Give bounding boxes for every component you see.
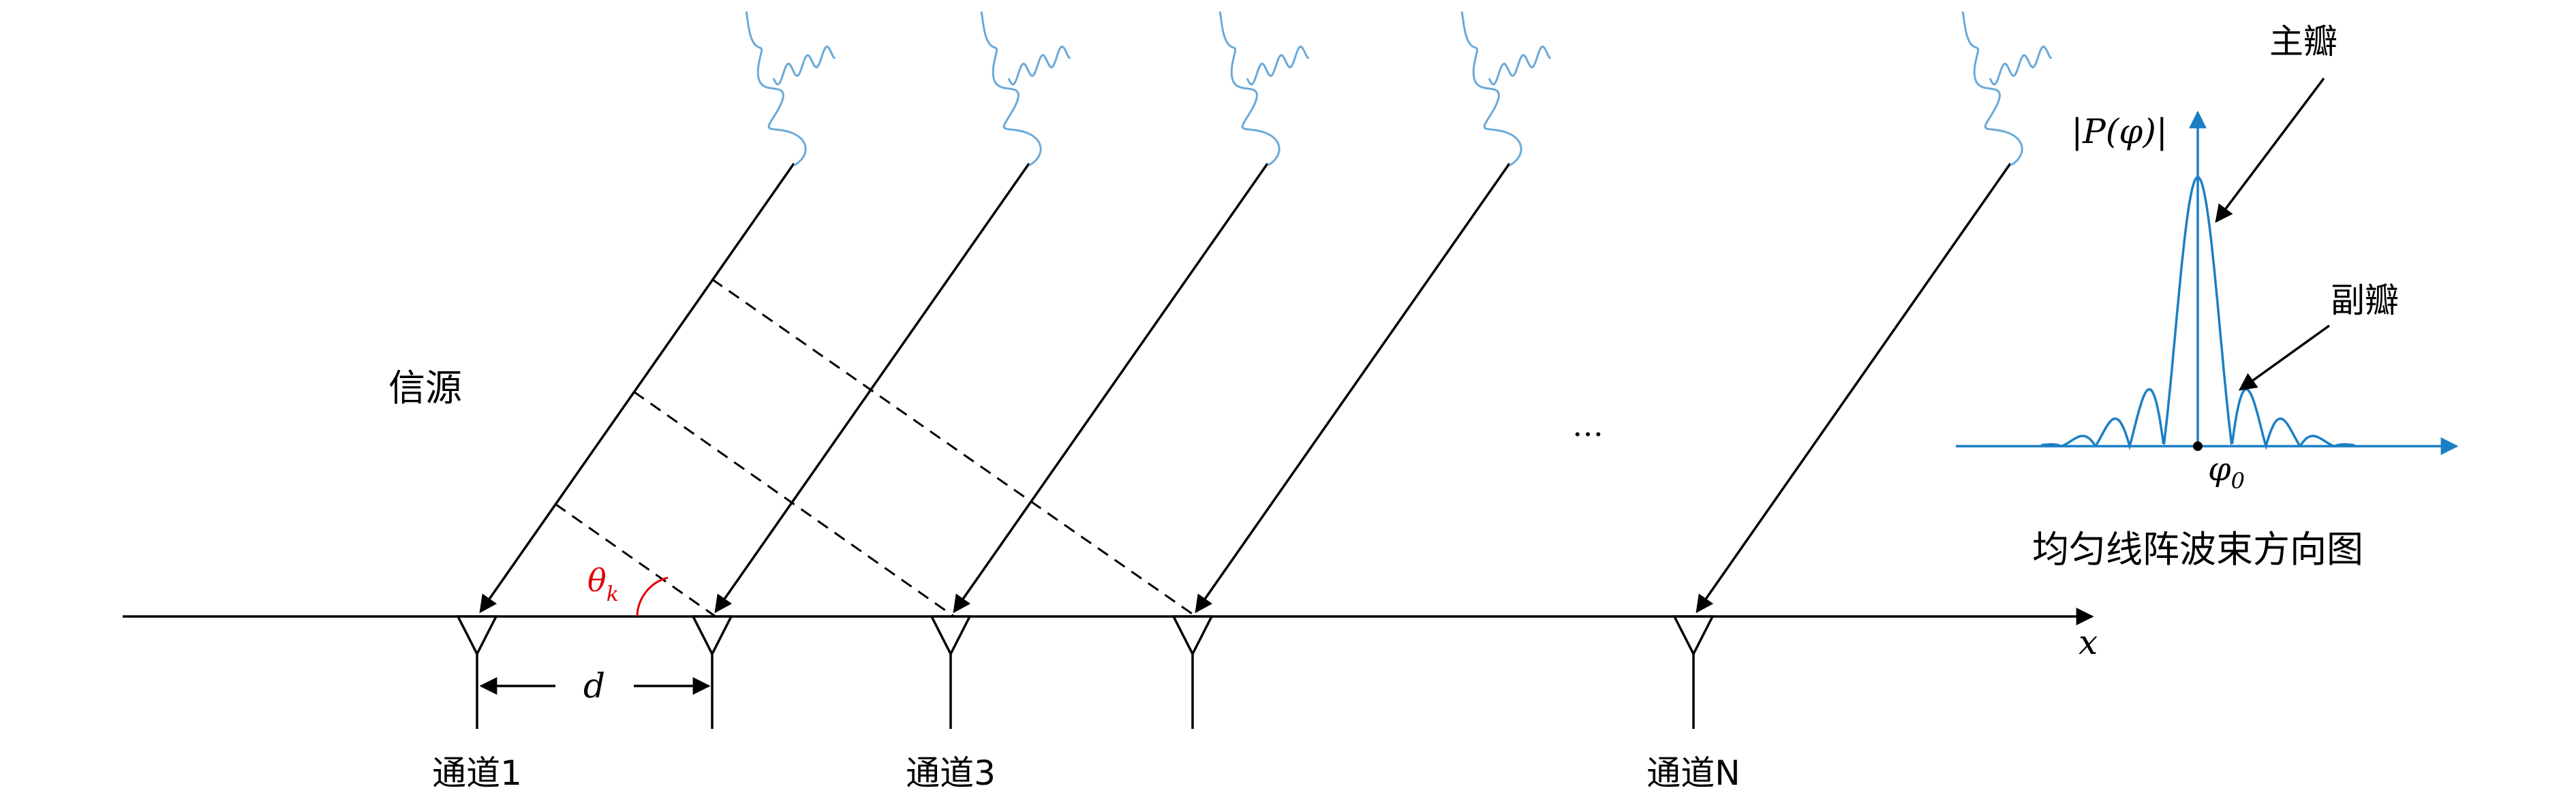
wave-ray-1 (479, 162, 795, 614)
antenna-icon (1672, 615, 1715, 729)
wavefronts (555, 278, 1197, 618)
pattern-ylabel: |P(φ)| (2071, 112, 2167, 151)
wavelet-squiggle (1488, 45, 1552, 86)
wave-ray-4 (1195, 162, 1511, 614)
wavelet-squiggle (1246, 45, 1310, 86)
wavelet-squiggle (1460, 11, 1522, 167)
antenna-elements (456, 615, 1715, 729)
channel-label-3: 通道3 (906, 753, 996, 793)
inset-title: 均匀线阵波束方向图 (2032, 528, 2363, 571)
pattern-origin-dot (2193, 441, 2203, 451)
antenna-icon (456, 615, 498, 729)
antenna-icon (930, 615, 972, 729)
side-lobe-arrow (2238, 324, 2331, 391)
wavefront-3 (711, 278, 1197, 618)
wavelet-squiggle (980, 11, 1042, 167)
source-label: 信源 (388, 366, 462, 409)
main-lobe-arrow (2215, 77, 2325, 223)
spacing-label: d (583, 666, 605, 706)
wavelet-squiggle (1007, 45, 1071, 86)
pattern-origin-label: φ0 (2208, 450, 2245, 494)
wavelet-squiggle (1961, 11, 2023, 167)
wave-ray-n (1696, 162, 2012, 614)
angle-label: θk (587, 562, 619, 606)
wavelet-squiggle (745, 11, 807, 167)
wave-ray-2 (714, 162, 1030, 614)
wavefront-2 (633, 390, 955, 618)
wavelet-squiggle (1218, 11, 1281, 167)
wave-rays (479, 162, 2012, 614)
antenna-icon (691, 615, 733, 729)
wavelet-squiggle (1989, 45, 2053, 86)
antenna-icon (1171, 615, 1214, 729)
beam-pattern-curve (2040, 176, 2355, 450)
x-axis-label: x (2079, 623, 2098, 662)
wavelet-squiggle (772, 45, 836, 86)
wavefront-1 (555, 503, 716, 618)
side-lobe-label: 副瓣 (2331, 281, 2399, 320)
angle-arc (636, 576, 669, 617)
channel-label-1: 通道1 (432, 753, 522, 793)
signal-wavelets (745, 11, 2053, 167)
main-lobe-label: 主瓣 (2269, 22, 2337, 61)
beam-pattern-inset: |P(φ)| φ0 主瓣 副瓣 均匀线阵波束方向图 (1956, 22, 2459, 571)
channel-label-n: 通道N (1646, 753, 1740, 793)
ellipsis: … (1572, 407, 1604, 443)
wave-ray-3 (953, 162, 1269, 614)
